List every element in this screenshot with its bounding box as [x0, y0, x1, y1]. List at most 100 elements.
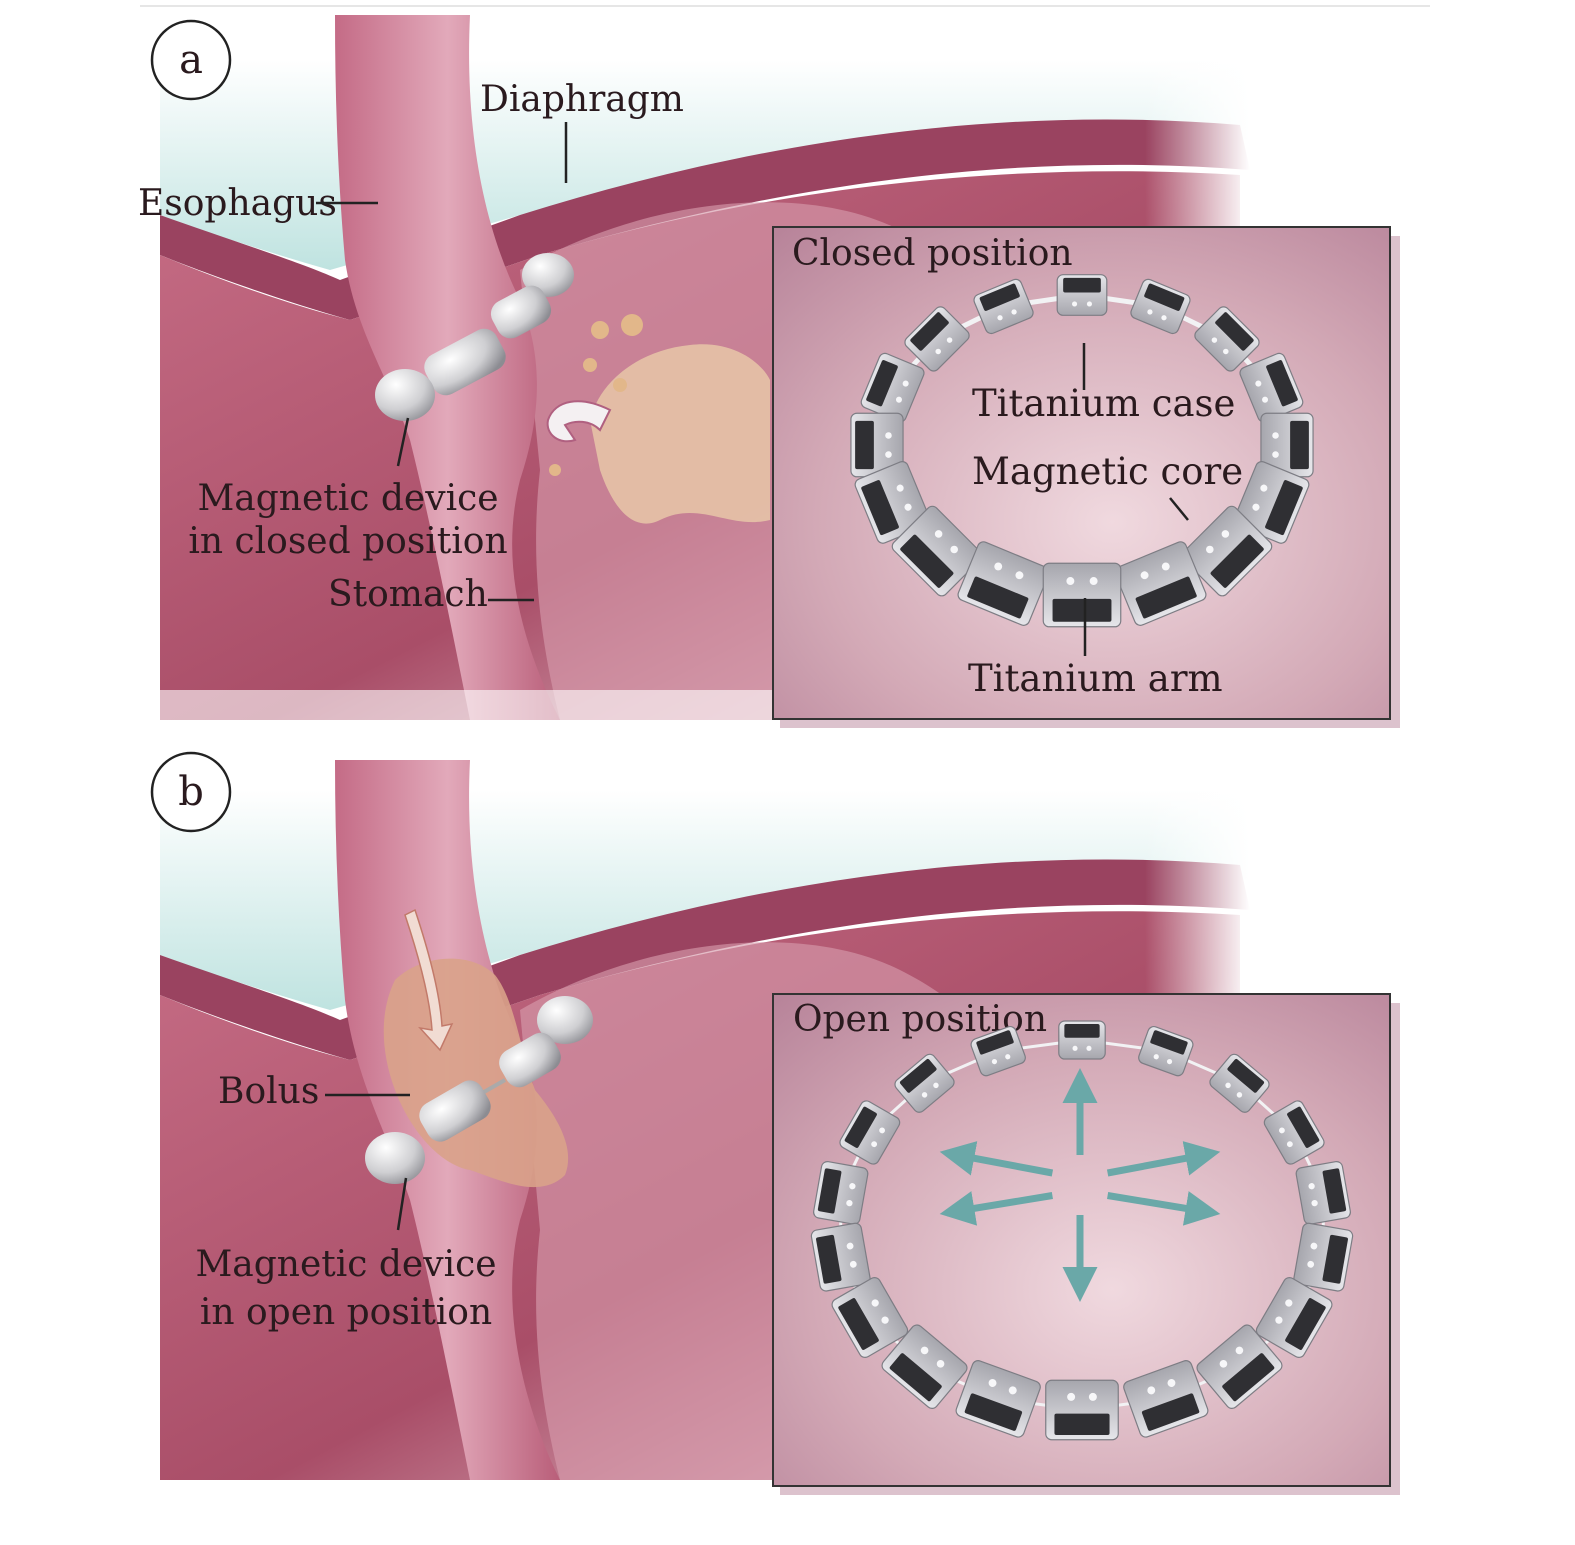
reflux-droplet: [591, 321, 609, 339]
titanium-case: [881, 1324, 968, 1409]
rivet: [1153, 1054, 1159, 1060]
rivet: [1285, 1299, 1293, 1307]
rivet: [871, 1299, 879, 1307]
reflux-arrow-icon: [546, 400, 612, 443]
label-device-line1: Magnetic device: [195, 1244, 496, 1285]
rivet: [1011, 309, 1017, 315]
rivet: [885, 451, 892, 458]
rivet: [1223, 348, 1229, 355]
rivet: [988, 1379, 997, 1387]
label-magnetic-core: Magnetic core: [972, 450, 1243, 493]
rivet: [1275, 1316, 1283, 1324]
expansion-arrows: [939, 1068, 1221, 1302]
titanium-case: [839, 1100, 901, 1165]
rivet: [1088, 1392, 1097, 1401]
reflux-droplet: [613, 378, 627, 392]
magnetic-core: [1144, 283, 1185, 311]
rivet: [1236, 1092, 1243, 1098]
rivet: [1147, 309, 1153, 315]
titanium-case: [850, 412, 904, 478]
expansion-arrow: [939, 1141, 1054, 1177]
magnetic-core: [1064, 1024, 1100, 1038]
magnetic-core: [1215, 312, 1254, 351]
rivet: [904, 503, 912, 511]
label-device-line1: Magnetic device: [197, 478, 498, 519]
label-titanium-arm: Titanium arm: [968, 657, 1223, 700]
magnetic-core: [861, 480, 899, 536]
magnetic-core: [910, 312, 949, 351]
expansion-arrow: [1106, 1141, 1221, 1177]
rivet: [1221, 530, 1230, 538]
rivet: [1307, 1260, 1315, 1268]
magnetic-core: [1052, 598, 1112, 622]
titanium-case: [810, 1222, 871, 1292]
ring-closed: [850, 274, 1314, 628]
titanium-case: [1181, 505, 1273, 597]
panel-letter: a: [179, 37, 203, 83]
rivet: [885, 432, 892, 439]
rivet: [1279, 1127, 1285, 1134]
expansion-arrow: [1107, 1191, 1221, 1226]
rivet: [991, 1058, 998, 1065]
bead: [522, 253, 574, 297]
bead: [490, 285, 552, 339]
titanium-case: [1045, 1379, 1119, 1441]
magnetic-core: [838, 1298, 879, 1350]
titanium-case: [860, 352, 925, 423]
magnetic-core: [1227, 1058, 1265, 1093]
titanium-case: [970, 1025, 1026, 1077]
rivet: [1286, 1141, 1293, 1148]
magnetic-core: [866, 360, 898, 407]
leader-line: [1169, 497, 1189, 521]
expansion-arrow: [939, 1191, 1053, 1226]
magnetic-core: [979, 283, 1020, 311]
titanium-case: [1263, 1100, 1325, 1165]
titanium-case: [1056, 274, 1108, 316]
rivet: [1262, 396, 1269, 403]
magnetic-core: [1322, 1168, 1347, 1214]
case-body: [831, 1277, 909, 1358]
magnetic-core: [816, 1234, 842, 1284]
titanium-case: [831, 1277, 909, 1358]
panel-letter-circle: [150, 751, 232, 833]
titanium-case: [1123, 1360, 1209, 1438]
rivet: [1211, 337, 1218, 343]
bead: [424, 328, 506, 396]
rivet: [1308, 1183, 1315, 1190]
rivet: [1252, 503, 1260, 511]
rivet: [1147, 1386, 1156, 1395]
ring-open: [810, 1020, 1354, 1441]
rivet: [1272, 432, 1279, 439]
case-body: [1255, 1277, 1333, 1358]
magnetic-core: [1285, 1298, 1326, 1350]
rivet: [1089, 577, 1098, 586]
titanium-case: [813, 1160, 869, 1225]
rivet: [895, 396, 902, 403]
refluxate-a: [590, 344, 770, 524]
titanium-case: [957, 541, 1050, 626]
magnetic-core: [1063, 277, 1101, 293]
bead: [365, 1132, 425, 1184]
magnetic-core: [889, 1353, 942, 1402]
inset-title: Closed position: [792, 233, 1073, 274]
rivet: [1311, 1199, 1318, 1207]
titanium-case: [973, 278, 1034, 335]
magnetic-core: [899, 1058, 937, 1093]
rivet: [1005, 1054, 1011, 1060]
titanium-case: [1058, 1020, 1106, 1060]
rivet: [921, 1092, 928, 1098]
titanium-case: [854, 461, 931, 544]
rivet: [920, 1346, 929, 1355]
magnetic-core: [964, 1393, 1023, 1431]
rivet: [936, 1359, 945, 1368]
rivet: [1161, 315, 1167, 321]
bead: [499, 1032, 561, 1088]
rivet: [846, 1242, 854, 1250]
rivet: [849, 1260, 857, 1268]
case-body: [1194, 306, 1260, 372]
magnetic-core: [1287, 1106, 1320, 1148]
panel-b: b Bolus Magnetic device in open position…: [150, 751, 1400, 1495]
magnetic-core: [1210, 534, 1264, 588]
magnetic-ring-closed: [375, 253, 574, 421]
rivet: [879, 1127, 885, 1134]
